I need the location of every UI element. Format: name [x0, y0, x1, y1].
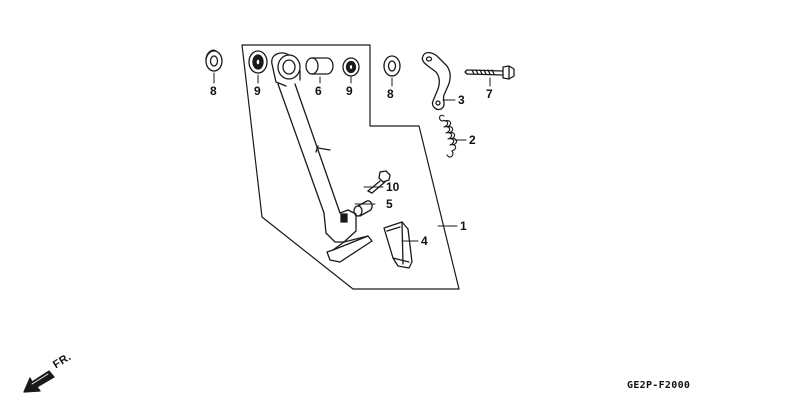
part-label-8-right: 8 [387, 87, 394, 101]
part-label-10: 10 [386, 180, 400, 194]
collar-6 [305, 57, 334, 75]
diagram-code: GE2P-F2000 [627, 380, 691, 391]
side-stand-1 [271, 52, 373, 263]
washer-8-right [383, 55, 401, 77]
part-label-8-left: 8 [210, 84, 217, 98]
part-label-3: 3 [458, 93, 465, 107]
bushing-9-left [248, 50, 268, 74]
washer-8-left [205, 49, 223, 72]
fr-arrow-icon [23, 370, 55, 393]
part-label-6: 6 [315, 84, 322, 98]
part-label-2: 2 [469, 133, 476, 147]
spring-2 [439, 114, 458, 158]
assembly-outline [241, 44, 460, 290]
bushing-9-right [342, 57, 360, 77]
part-label-5: 5 [386, 197, 393, 211]
bolt-10 [367, 170, 391, 194]
part-label-9-right: 9 [346, 84, 353, 98]
bolt-7 [464, 65, 515, 80]
part-label-9-left: 9 [254, 84, 261, 98]
part-label-4: 4 [421, 234, 428, 248]
rubber-pad-4 [383, 221, 413, 269]
collar-5 [353, 200, 373, 217]
bracket-3 [421, 51, 451, 111]
part-label-1: 1 [460, 219, 467, 233]
part-label-7: 7 [486, 87, 493, 101]
